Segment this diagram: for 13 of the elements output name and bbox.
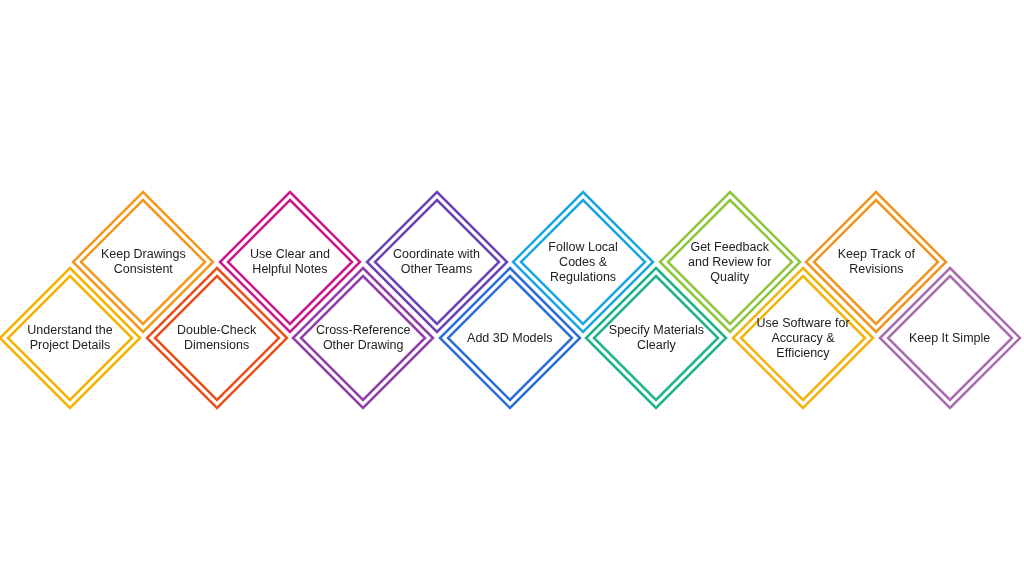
step-label: Follow Local Codes & Regulations — [547, 239, 619, 285]
step-label: Use Software for Accuracy & Efficiency — [755, 315, 851, 361]
step-label: Keep It Simple — [908, 330, 991, 346]
step-label: Use Clear and Helpful Notes — [248, 247, 331, 277]
step-label: Coordinate with Other Teams — [392, 247, 481, 277]
step-label: Keep Drawings Consistent — [99, 247, 187, 277]
step-label: Keep Track of Revisions — [836, 247, 916, 277]
step-label: Get Feedback and Review for Quality — [687, 239, 773, 285]
step-label: Add 3D Models — [467, 330, 553, 346]
step-label: Specify Materials Clearly — [607, 323, 705, 353]
step-label: Cross-Reference Other Drawing — [314, 323, 412, 353]
step-label: Double-Check Dimensions — [176, 323, 258, 353]
step-label: Understand the Project Details — [26, 323, 114, 353]
